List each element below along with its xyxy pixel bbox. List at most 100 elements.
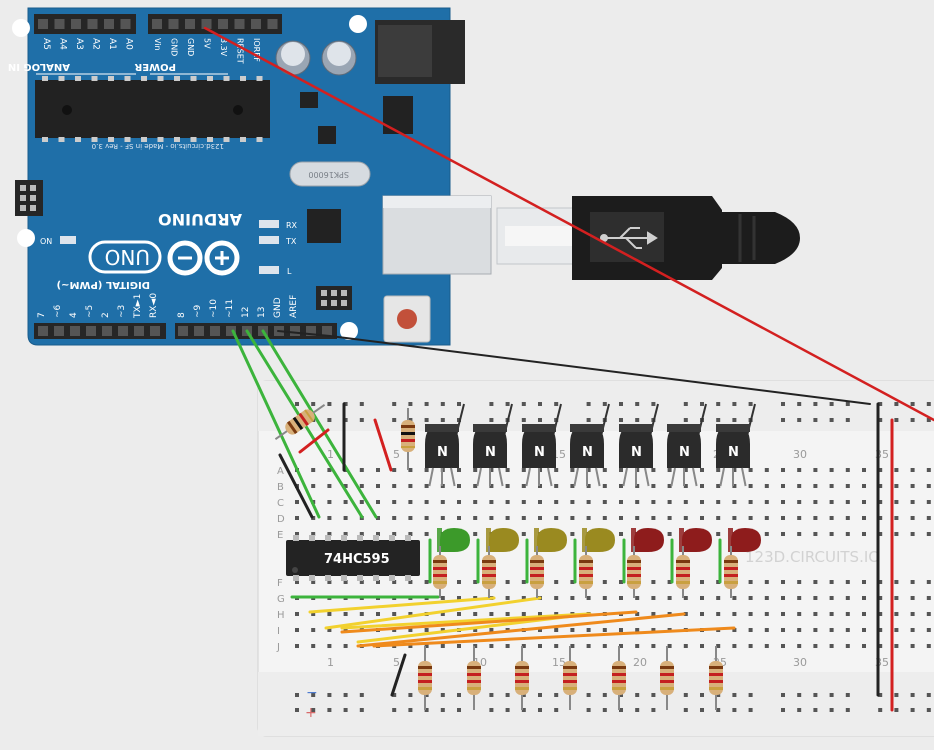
breadboard-hole xyxy=(505,708,510,712)
resistor[interactable] xyxy=(709,646,723,710)
wire-jump-red-1[interactable] xyxy=(373,418,393,472)
ic-pin xyxy=(325,575,331,581)
breadboard-hole xyxy=(748,468,753,472)
wire-orange-3[interactable] xyxy=(372,626,736,648)
breadboard-hole xyxy=(602,402,607,406)
led[interactable] xyxy=(534,528,567,552)
resistor[interactable] xyxy=(418,646,432,710)
resistor[interactable] xyxy=(612,646,626,710)
wires[interactable] xyxy=(203,26,934,712)
wire-orange-1[interactable] xyxy=(340,610,638,634)
transistor[interactable]: N xyxy=(425,403,465,487)
breadboard-hole xyxy=(359,580,364,584)
wire-5v-red[interactable] xyxy=(203,26,934,422)
breadboard-hole xyxy=(311,516,316,520)
resistor[interactable] xyxy=(515,646,529,710)
resistor-band xyxy=(418,680,432,683)
transistor[interactable]: N xyxy=(522,403,562,487)
breadboard-hole xyxy=(878,532,883,536)
resistor-band xyxy=(579,574,593,577)
breadboard-hole xyxy=(440,418,445,422)
wire-yellow-3[interactable] xyxy=(340,612,590,630)
resistor-band xyxy=(482,567,496,570)
wire-green-1[interactable] xyxy=(231,329,321,519)
transistor[interactable]: N xyxy=(716,403,756,487)
breadboard-hole xyxy=(748,628,753,632)
resistor[interactable] xyxy=(627,546,641,598)
analog-pin-label: A3 xyxy=(74,38,84,50)
wire-jump-black-3[interactable] xyxy=(278,453,314,519)
led[interactable] xyxy=(679,528,712,552)
breadboard-hole xyxy=(392,693,397,697)
breadboard-hole xyxy=(894,402,899,406)
resistor[interactable] xyxy=(530,546,544,598)
shift-register-chip[interactable]: 74HC595 xyxy=(286,535,420,581)
wire-green-3[interactable] xyxy=(261,329,378,519)
icsp-pin xyxy=(341,290,347,296)
breadboard-hole xyxy=(554,708,559,712)
transistor[interactable]: N xyxy=(570,403,610,487)
resistor[interactable] xyxy=(676,546,690,598)
led[interactable] xyxy=(582,528,615,552)
resistor[interactable] xyxy=(433,546,447,598)
breadboard-hole xyxy=(797,708,802,712)
analog-pin-label: A1 xyxy=(107,38,117,50)
breadboard-hole xyxy=(700,402,704,406)
breadboard-hole xyxy=(392,418,397,422)
transistor-top xyxy=(473,424,507,432)
led[interactable] xyxy=(437,528,470,552)
ic-pin xyxy=(207,76,213,81)
ic-pin xyxy=(75,76,81,81)
breadboard-hole xyxy=(457,644,461,648)
resistor[interactable] xyxy=(467,646,481,710)
transistor-top xyxy=(570,424,604,432)
transistor-body xyxy=(425,424,459,468)
breadboard-hole xyxy=(327,484,332,488)
led[interactable] xyxy=(631,528,664,552)
wire-orange-2[interactable] xyxy=(356,612,686,648)
breadboard-hole xyxy=(602,596,607,600)
resistor[interactable] xyxy=(401,408,415,470)
breadboard-hole xyxy=(651,628,656,632)
breadboard-hole xyxy=(619,418,623,422)
breadboard-hole xyxy=(440,402,445,406)
breadboard-hole xyxy=(505,580,510,584)
transistor[interactable]: N xyxy=(667,403,707,487)
breadboard-hole xyxy=(910,644,915,648)
ic-pin xyxy=(58,137,65,142)
resistor[interactable] xyxy=(482,546,496,598)
breadboard-hole xyxy=(295,628,299,632)
wire-jump-red-2[interactable] xyxy=(298,428,330,454)
led-body xyxy=(634,528,664,552)
resistor[interactable] xyxy=(563,646,577,710)
icsp-header xyxy=(15,180,43,216)
transistor[interactable]: N xyxy=(619,403,659,487)
resistor[interactable] xyxy=(724,546,738,598)
resistor-band xyxy=(660,687,674,690)
resistor[interactable] xyxy=(660,646,674,710)
wire-gnd-black[interactable] xyxy=(277,330,871,405)
breadboard-hole xyxy=(829,500,834,504)
wire-yellow-1[interactable] xyxy=(308,596,496,614)
breadboard-hole xyxy=(424,693,429,697)
breadboard-hole xyxy=(457,468,461,472)
mount-hole xyxy=(349,15,367,33)
led-body xyxy=(682,528,712,552)
breadboard-hole xyxy=(781,596,785,600)
resistor[interactable] xyxy=(579,546,593,598)
breadboard-hole xyxy=(359,402,364,406)
led[interactable] xyxy=(728,528,761,552)
led[interactable] xyxy=(486,528,519,552)
transistor[interactable]: N xyxy=(473,403,513,487)
breadboard-hole xyxy=(457,580,461,584)
wire-yellow-2[interactable] xyxy=(324,596,542,630)
breadboard-hole xyxy=(797,500,802,504)
wire-jump-black-2[interactable] xyxy=(390,653,407,697)
header-hole xyxy=(185,19,195,29)
reset-button-cap[interactable] xyxy=(397,309,417,329)
usb-cable[interactable] xyxy=(382,195,800,280)
breadboard-hole xyxy=(894,628,899,632)
breadboard-hole xyxy=(602,644,607,648)
resistor[interactable] xyxy=(271,399,328,445)
